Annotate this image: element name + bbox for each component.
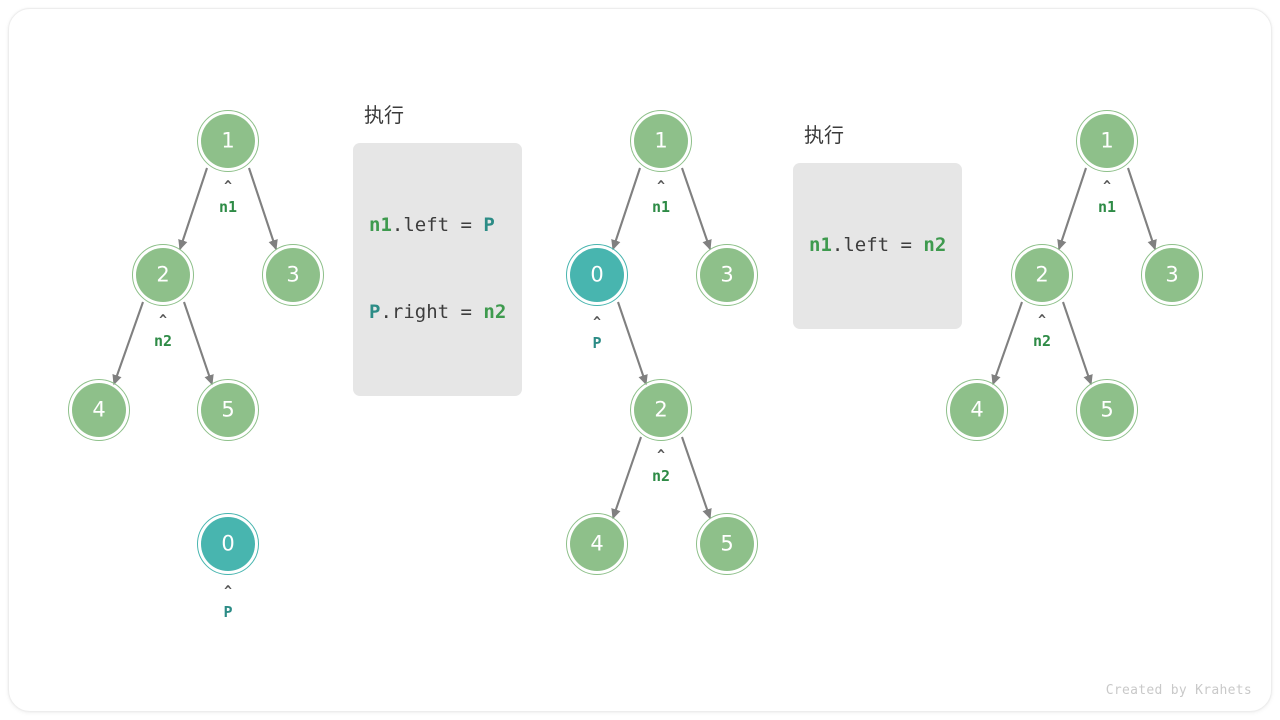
code-line: n1.left = n2 — [809, 231, 946, 260]
node-value: 3 — [286, 262, 300, 286]
watermark: Created by Krahets — [1105, 683, 1252, 698]
node-disc — [1015, 248, 1069, 302]
tree-node: 3 — [1141, 244, 1203, 306]
node-ring — [1141, 244, 1203, 306]
code-token-n2: n2 — [483, 301, 507, 323]
node-disc — [72, 383, 126, 437]
step2-code-box: n1.left = n2 — [793, 163, 963, 329]
node-disc — [136, 248, 190, 302]
tree-node: 2 — [1011, 244, 1073, 306]
step2-title: 执行 — [804, 123, 844, 147]
tree-node: 5 — [696, 513, 758, 575]
code-token-n2: n2 — [923, 234, 947, 256]
node-ring — [566, 244, 628, 306]
node-disc — [201, 517, 255, 571]
node-value: 2 — [654, 397, 668, 421]
node-ring — [132, 244, 194, 306]
code-token-op: .right = — [380, 301, 484, 323]
code-token-p: P — [483, 214, 495, 236]
node-disc — [201, 383, 255, 437]
node-value: 3 — [720, 262, 734, 286]
tree-node: 3 — [696, 244, 758, 306]
node-value: 4 — [970, 397, 984, 421]
node-disc — [1080, 383, 1134, 437]
node-value: 0 — [590, 262, 604, 286]
node-ring — [630, 110, 692, 172]
step1-code-box: n1.left = P P.right = n2 — [353, 143, 523, 396]
code-token-op: .left = — [391, 214, 484, 236]
node-value: 3 — [1165, 262, 1179, 286]
node-ring — [68, 379, 130, 441]
code-line: P.right = n2 — [369, 298, 506, 327]
node-value: 4 — [590, 531, 604, 555]
node-ring — [197, 110, 259, 172]
code-line: n1.left = P — [369, 211, 506, 240]
node-disc — [266, 248, 320, 302]
node-value: 5 — [221, 397, 235, 421]
node-ring — [696, 513, 758, 575]
node-ring — [696, 244, 758, 306]
node-value: 2 — [1035, 262, 1049, 286]
node-value: 5 — [1100, 397, 1114, 421]
node-ring — [630, 379, 692, 441]
tree-node: 1 — [630, 110, 692, 172]
tree-node: 5 — [1076, 379, 1138, 441]
code-token-p: P — [369, 301, 381, 323]
tree-node: 2 — [630, 379, 692, 441]
node-ring — [1011, 244, 1073, 306]
node-value: 1 — [221, 128, 235, 152]
node-disc — [700, 248, 754, 302]
node-ring — [1076, 379, 1138, 441]
node-value: 4 — [92, 397, 106, 421]
node-disc — [700, 517, 754, 571]
node-disc — [201, 114, 255, 168]
node-value: 1 — [1100, 128, 1114, 152]
tree-node: 0 — [197, 513, 259, 575]
node-disc — [1145, 248, 1199, 302]
tree-node: 1 — [1076, 110, 1138, 172]
tree-node: 2 — [132, 244, 194, 306]
node-value: 2 — [156, 262, 170, 286]
code-token-op: .left = — [831, 234, 924, 256]
code-token-n1: n1 — [369, 214, 392, 236]
node-ring — [197, 379, 259, 441]
code-token-n1: n1 — [809, 234, 832, 256]
step1-title: 执行 — [364, 103, 404, 127]
node-disc — [634, 114, 688, 168]
node-ring — [946, 379, 1008, 441]
node-value: 1 — [654, 128, 668, 152]
node-ring — [1076, 110, 1138, 172]
node-disc — [634, 383, 688, 437]
node-disc — [950, 383, 1004, 437]
node-value: 5 — [720, 531, 734, 555]
node-value: 0 — [221, 531, 235, 555]
diagram-card — [8, 8, 1272, 712]
tree-node: 5 — [197, 379, 259, 441]
tree-node: 0 — [566, 244, 628, 306]
tree-node: 1 — [197, 110, 259, 172]
node-ring — [566, 513, 628, 575]
tree-node: 4 — [946, 379, 1008, 441]
node-ring — [262, 244, 324, 306]
tree-node: 3 — [262, 244, 324, 306]
tree-node: 4 — [68, 379, 130, 441]
tree-node: 4 — [566, 513, 628, 575]
node-disc — [570, 517, 624, 571]
node-ring — [197, 513, 259, 575]
node-disc — [1080, 114, 1134, 168]
node-disc — [570, 248, 624, 302]
